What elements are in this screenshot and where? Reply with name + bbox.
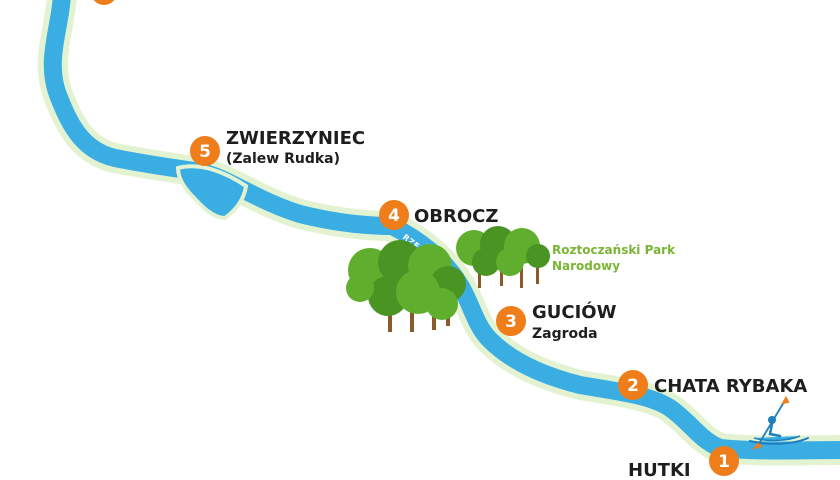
- marker-offscreen: [93, 0, 115, 5]
- stop-number: 2: [627, 376, 639, 396]
- stop-marker[interactable]: [379, 200, 409, 230]
- stop-marker[interactable]: [618, 370, 648, 400]
- stop-5[interactable]: 5 ZWIERZYNIEC (Zalew Rudka): [190, 128, 365, 167]
- stop-subtitle: (Zalew Rudka): [226, 151, 340, 167]
- park-label-line2: Narodowy: [552, 259, 620, 273]
- stop-4[interactable]: 4 OBROCZ: [379, 200, 498, 230]
- stop-2[interactable]: 2 CHATA RYBAKA: [618, 370, 807, 400]
- kayak-paddler-icon: [749, 395, 809, 450]
- stop-marker[interactable]: [190, 136, 220, 166]
- stop-3[interactable]: 3 GUCIÓW Zagroda: [496, 301, 617, 342]
- stop-name: HUTKI: [628, 460, 691, 480]
- stop-marker[interactable]: [709, 446, 739, 476]
- tree-cluster-icon: [346, 240, 466, 332]
- stop-number: 3: [505, 312, 517, 332]
- lake-rudka: [175, 164, 249, 221]
- stop-subtitle: Zagroda: [532, 326, 598, 342]
- stop-name: CHATA RYBAKA: [654, 376, 807, 397]
- stop-name: GUCIÓW: [532, 301, 617, 323]
- stop-1[interactable]: 1 HUTKI: [628, 446, 739, 480]
- forest-left: [346, 240, 466, 332]
- stop-number: 4: [388, 206, 400, 226]
- stop-number: 1: [718, 452, 730, 472]
- stop-number: 5: [199, 142, 211, 162]
- tree-cluster-icon: [456, 226, 550, 288]
- stop-marker[interactable]: [496, 306, 526, 336]
- stop-name: ZWIERZYNIEC: [226, 128, 365, 149]
- park-label-line1: Roztoczański Park: [552, 243, 676, 257]
- forest-right: [456, 226, 550, 288]
- park-label: Roztoczański Park Narodowy: [552, 243, 679, 273]
- stop-name: OBROCZ: [414, 206, 498, 227]
